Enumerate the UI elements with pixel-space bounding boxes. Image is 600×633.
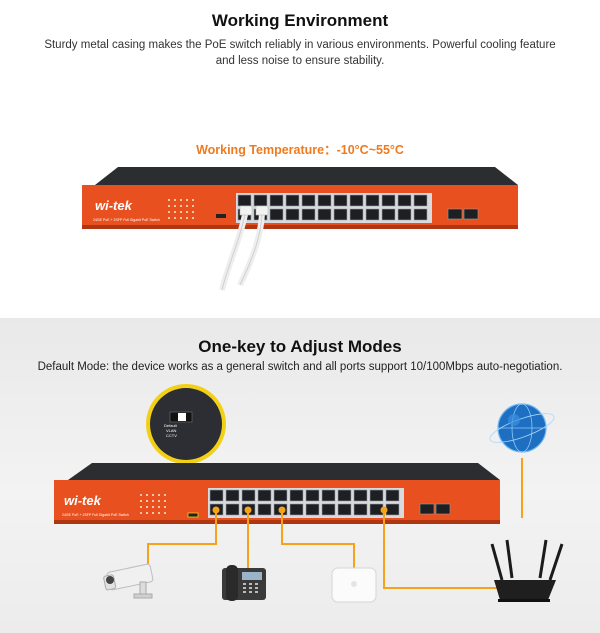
mode-switch	[187, 512, 199, 518]
rj45-port	[385, 489, 400, 502]
rj45-port	[241, 489, 256, 502]
mode-option-vlan: VLAN	[166, 428, 177, 433]
router-icon	[490, 539, 564, 602]
mode-option-cctv: CCTV	[166, 433, 177, 438]
section-description: Default Mode: the device works as a gene…	[37, 361, 563, 373]
section-title: One-key to Adjust Modes	[198, 337, 402, 356]
rj45-port	[225, 503, 240, 516]
ip-phone-icon	[222, 565, 266, 601]
rj45-port	[289, 503, 304, 516]
rj45-port	[305, 503, 320, 516]
sfp-port	[447, 208, 463, 220]
rj45-port	[337, 503, 352, 516]
rj45-port	[333, 208, 348, 221]
model-caption: 24GE PoE + 2SFP Full Gigabit PoE Switch	[93, 218, 160, 222]
rj45-port	[253, 194, 268, 207]
led-indicators	[168, 199, 194, 219]
rj45-port	[269, 208, 284, 221]
sfp-port	[435, 503, 451, 515]
section-title: Working Environment	[211, 11, 389, 30]
sfp-port	[463, 208, 479, 220]
rj45-port-grid	[209, 489, 400, 516]
rj45-port	[301, 194, 316, 207]
rj45-port	[225, 489, 240, 502]
rj45-port	[381, 208, 396, 221]
rj45-port	[365, 194, 380, 207]
rj45-port	[257, 503, 272, 516]
model-caption: 24GE PoE + 2SFP Full Gigabit PoE Switch	[62, 513, 129, 517]
rj45-port	[349, 194, 364, 207]
rj45-port	[337, 489, 352, 502]
sfp-port	[419, 503, 435, 515]
rj45-port	[305, 489, 320, 502]
brand-logo: wi-tek	[95, 198, 133, 213]
internet-globe-icon	[489, 403, 555, 453]
rj45-port	[273, 489, 288, 502]
rj45-port	[317, 194, 332, 207]
rj45-port	[237, 194, 252, 207]
rj45-port	[353, 503, 368, 516]
rj45-port	[209, 489, 224, 502]
rj45-port	[269, 194, 284, 207]
rj45-port	[385, 503, 400, 516]
rj45-port	[397, 194, 412, 207]
section-description: Sturdy metal casing makes the PoE switch…	[44, 39, 556, 67]
switch-illustration: wi-tek 24GE PoE + 2SFP Full Gigabit PoE …	[82, 167, 518, 291]
section-one-key-modes: One-key to Adjust Modes Default Mode: th…	[0, 318, 600, 633]
rj45-port	[381, 194, 396, 207]
rj45-port	[317, 208, 332, 221]
rj45-port	[285, 194, 300, 207]
led-indicators	[140, 494, 166, 514]
rj45-port	[369, 489, 384, 502]
rj45-port	[365, 208, 380, 221]
mode-option-default: Default	[164, 423, 178, 428]
rj45-port	[349, 208, 364, 221]
ip-camera-icon	[103, 563, 154, 599]
rj45-port	[333, 194, 348, 207]
section-working-environment: Working Environment Sturdy metal casing …	[44, 11, 556, 291]
switch-top	[68, 463, 500, 480]
rj45-port	[257, 489, 272, 502]
rj45-port	[353, 489, 368, 502]
rj45-port	[285, 208, 300, 221]
rj45-port	[413, 194, 428, 207]
working-temperature: Working Temperature：-10°C~55°C	[196, 143, 404, 157]
rj45-port	[289, 489, 304, 502]
rj45-port	[397, 208, 412, 221]
rj45-port	[321, 503, 336, 516]
network-diagram: Default VLAN CCTV wi-tek 24GE PoE + 2SFP…	[54, 384, 564, 603]
rj45-port	[321, 489, 336, 502]
mode-switch	[216, 214, 226, 218]
switch-top	[95, 167, 518, 185]
brand-logo: wi-tek	[64, 493, 102, 508]
wireless-access-point-icon	[331, 567, 377, 603]
rj45-port	[301, 208, 316, 221]
orange-cables	[147, 458, 523, 589]
rj45-port	[413, 208, 428, 221]
